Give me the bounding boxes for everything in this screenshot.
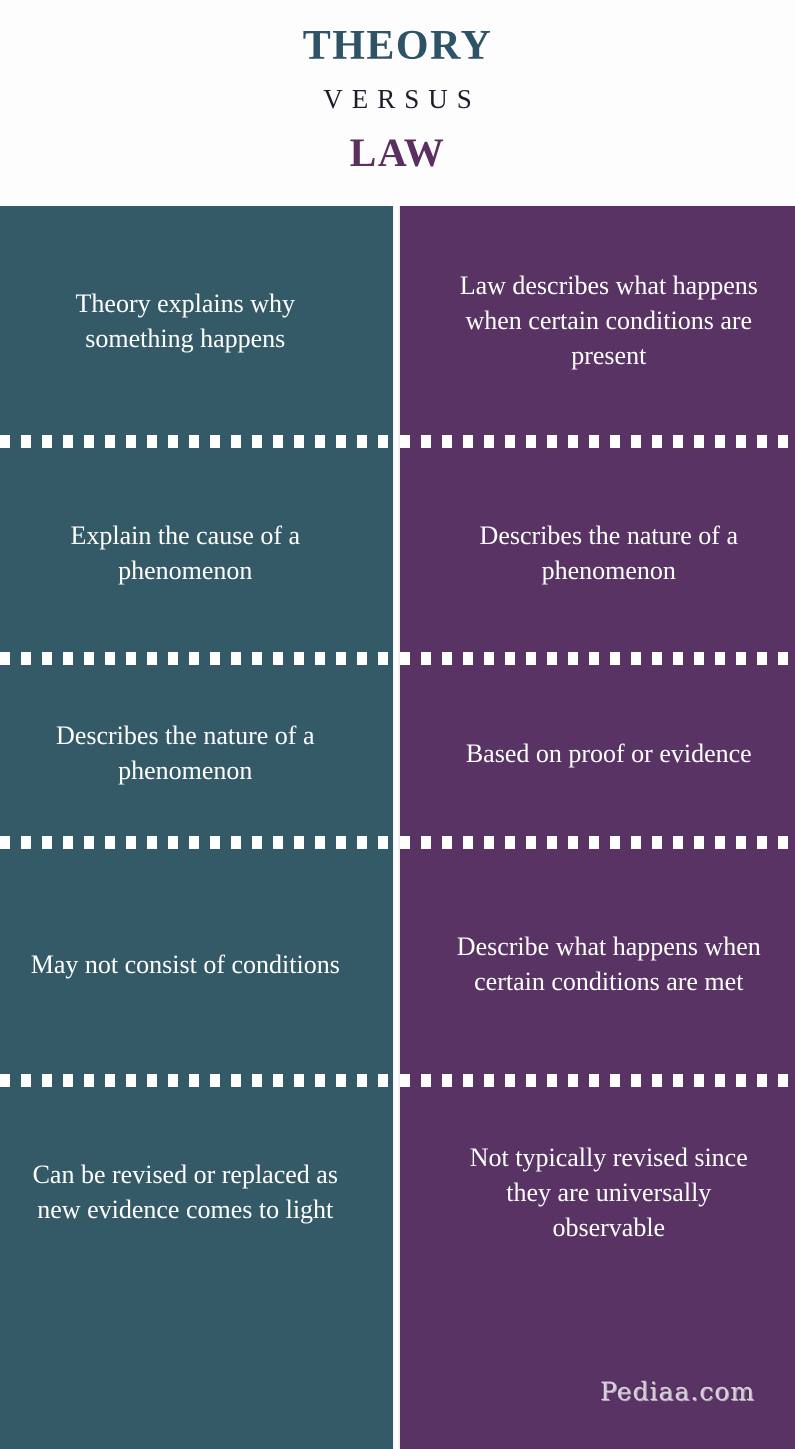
theory-cell: Explain the cause of a phenomenon xyxy=(70,520,301,585)
law-cell: Not typically revised since they are uni… xyxy=(469,1142,748,1242)
watermark: Pediaa.com xyxy=(599,1377,755,1406)
comparison-row: Can be revised or replaced as new eviden… xyxy=(0,1092,795,1292)
comparison-rows: Theory explains why something happens La… xyxy=(0,206,795,1449)
row-separator-dashed xyxy=(400,1074,795,1087)
law-cell: Describe what happens when certain condi… xyxy=(456,932,761,996)
comparison-row: Theory explains why something happens La… xyxy=(0,206,795,435)
law-cell: Based on proof or evidence xyxy=(465,738,752,768)
column-divider-gap xyxy=(393,206,400,1449)
comparison-row: Describes the nature of a phenomenon Bas… xyxy=(0,670,795,836)
comparison-row: Explain the cause of a phenomenon Descri… xyxy=(0,453,795,652)
row-separator-dashed xyxy=(400,652,795,665)
row-separator-dashed xyxy=(400,435,795,448)
theory-cell: May not consist of conditions xyxy=(30,949,340,979)
cell-gap xyxy=(371,670,423,836)
page-title-versus: VERSUS xyxy=(323,84,481,114)
law-cell: Describes the nature of a phenomenon xyxy=(479,520,738,585)
cell-gap xyxy=(371,206,423,435)
row-separator-dashed xyxy=(400,836,795,849)
law-column-background xyxy=(400,206,795,1449)
theory-cell: Can be revised or replaced as new eviden… xyxy=(32,1160,338,1224)
row-separator-dashed xyxy=(0,1074,393,1087)
row-separator-dashed xyxy=(0,652,393,665)
comparison-row: May not consist of conditions Describe w… xyxy=(0,854,795,1074)
theory-cell: Describes the nature of a phenomenon xyxy=(56,721,315,785)
header: THEORY VERSUS LAW xyxy=(0,0,795,206)
row-separator-dashed xyxy=(0,435,393,448)
cell-gap xyxy=(371,854,423,1074)
cell-gap xyxy=(371,1092,423,1292)
theory-cell: Theory explains why something happens xyxy=(75,288,296,353)
cell-gap xyxy=(371,453,423,652)
theory-column-background xyxy=(0,206,393,1449)
page-title-law: LAW xyxy=(349,130,446,175)
page-title-theory: THEORY xyxy=(302,23,493,69)
row-separator-dashed xyxy=(0,836,393,849)
law-cell: Law describes what happens when certain … xyxy=(459,271,758,370)
